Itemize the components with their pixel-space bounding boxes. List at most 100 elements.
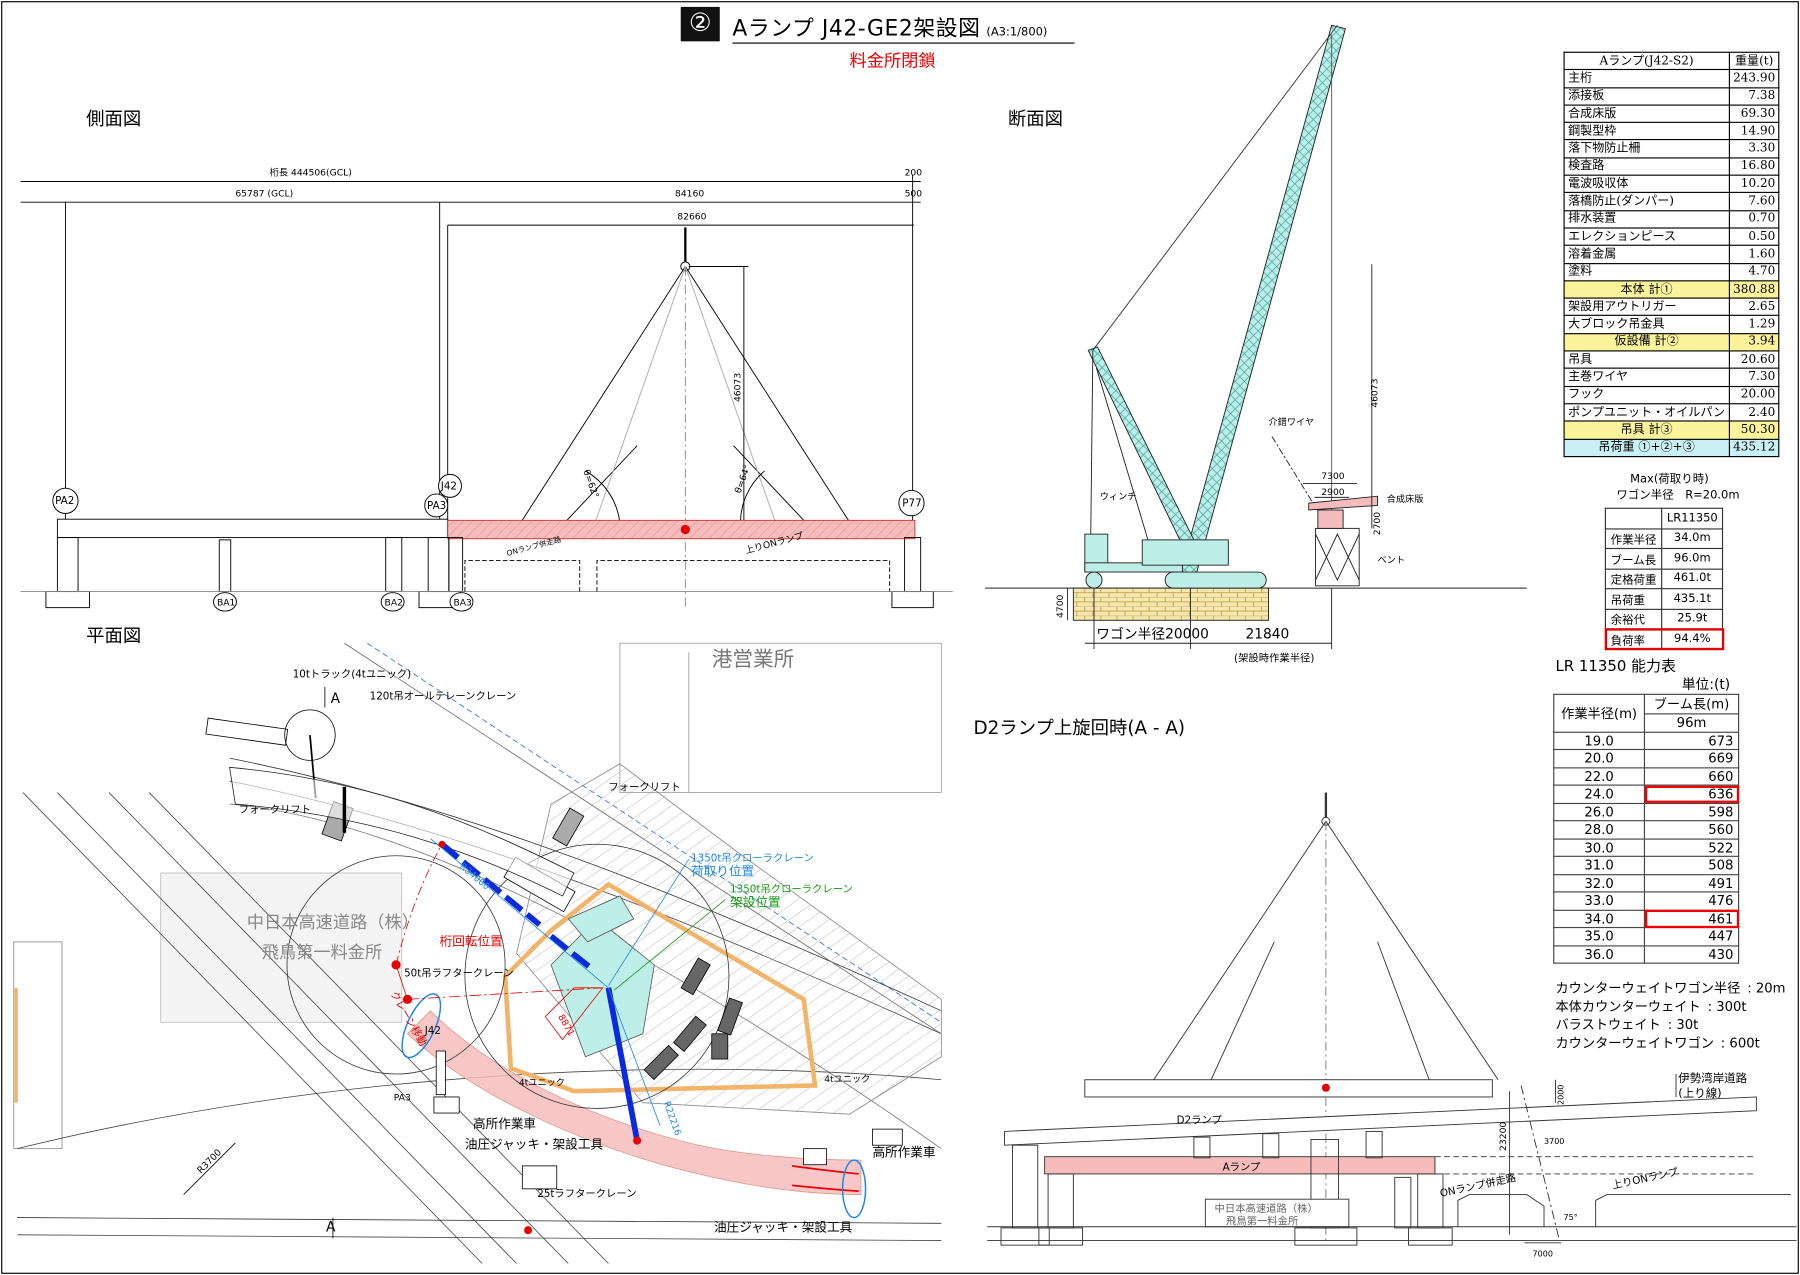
- capacity-radius: 35.0: [1553, 926, 1646, 946]
- angle-75-label: 75°: [1564, 1213, 1578, 1222]
- weight-item-name: フック: [1563, 385, 1730, 405]
- isewan-label-2: (上り線): [1678, 1086, 1721, 1100]
- r22216-line: [608, 987, 661, 1126]
- deck-label: 合成床版: [1387, 493, 1424, 505]
- capacity-value: 476: [1643, 891, 1740, 911]
- capacity-radius: 33.0: [1553, 891, 1646, 911]
- aerial-work-vehicle-label-2: 高所作業車: [872, 1145, 935, 1160]
- max-row-label: 余裕代: [1604, 608, 1663, 630]
- capacity-note-value: : 30t: [1667, 1016, 1699, 1033]
- capacity-note-label: カウンターウェイトワゴン半径: [1555, 979, 1741, 996]
- capacity-note: カウンターウェイトワゴン: 600t: [1555, 1034, 1785, 1052]
- max-row-value: 435.1t: [1661, 588, 1724, 610]
- capacity-radius: 19.0: [1553, 731, 1646, 751]
- bent-label: ベント: [1378, 555, 1406, 566]
- pick-leader: [608, 858, 690, 986]
- dim-2000-label: 2000: [1557, 1085, 1566, 1105]
- a-ramp-deck: [1044, 1156, 1436, 1175]
- capacity-radius: 22.0: [1553, 766, 1646, 786]
- weight-item-value: 7.30: [1728, 367, 1780, 387]
- slings: [519, 266, 852, 609]
- max-table-title: Max(荷取り時): [1630, 473, 1709, 486]
- side-view-labels: 桁長 444506(GCL) 200 65787 (GCL) 84160 500…: [55, 167, 922, 609]
- weight-item-value: 14.90: [1728, 121, 1780, 141]
- a-ramp-label: Aランプ: [1223, 1161, 1261, 1173]
- max-row-label: 負荷率: [1604, 628, 1663, 650]
- weight-item-value: 20.00: [1728, 385, 1780, 405]
- center-of-gravity-icon: [680, 524, 690, 535]
- max-row-label: 作業半径: [1604, 527, 1663, 550]
- weight-item-name: 検査路: [1563, 157, 1730, 176]
- weight-item-name: 塗料: [1563, 262, 1730, 282]
- d2-ramp-label: D2ランプ: [1177, 1114, 1223, 1126]
- total-length-label: 桁長 444506(GCL): [270, 167, 352, 179]
- girder-rotation-label: 桁回転位置: [440, 933, 503, 948]
- rough-crane-25t-label: 25tラフタークレーン: [537, 1188, 636, 1200]
- mat-foundation: [1072, 587, 1269, 621]
- max-header-blank: [1604, 507, 1663, 529]
- section-a-label-bottom: A: [326, 1219, 336, 1235]
- unic-label-1: 4tユニック: [519, 1077, 565, 1088]
- weight-item-value: 0.50: [1728, 227, 1780, 247]
- truck: [205, 717, 289, 746]
- weight-item-value: 7.38: [1728, 86, 1780, 106]
- dim-82660-label: 82660: [677, 211, 706, 222]
- dim-4700-label: 4700: [1055, 594, 1066, 618]
- max-row-value: 94.4%: [1661, 628, 1724, 650]
- weight-item-name: 落下物防止柵: [1563, 139, 1730, 159]
- capacity-note-label: カウンターウェイトワゴン: [1555, 1034, 1714, 1052]
- title-number-badge: ②: [680, 6, 720, 42]
- dim-84160-label: 84160: [675, 188, 704, 199]
- pa3-tag: PA3: [394, 1092, 411, 1103]
- capacity-value: 430: [1643, 944, 1740, 964]
- capacity-header-radius: 作業半径(m): [1553, 693, 1646, 733]
- crawler-crane-pick-position: [567, 895, 635, 943]
- max-header-model: LR11350: [1661, 507, 1724, 529]
- wagon-wheel: [1085, 571, 1103, 589]
- dim-46073-label: 46073: [1370, 378, 1381, 407]
- capacity-value: 560: [1643, 820, 1740, 840]
- weight-item-name: 主巻ワイヤ: [1563, 367, 1730, 387]
- j42-marker-ellipse: [401, 993, 442, 1059]
- capacity-note-label: 本体カウンターウェイト: [1555, 998, 1701, 1015]
- office-label: 港営業所: [712, 647, 795, 671]
- crawler-pick-label-1: 1350t吊クローラクレーン: [691, 852, 814, 864]
- max-row-value: 96.0m: [1661, 547, 1724, 570]
- rough-crane-50t-label: 50t吊ラフタークレーン: [404, 967, 514, 979]
- dim-3700-label: 3700: [1544, 1137, 1564, 1146]
- plan-view-label: 平面図: [86, 624, 142, 647]
- weight-item-value: 16.80: [1728, 157, 1780, 176]
- dim-23200-label: 23200: [1498, 1122, 1509, 1151]
- capacity-value: 673: [1643, 731, 1740, 751]
- weight-item-name: 本体 計①: [1563, 280, 1730, 299]
- parking-area: [13, 941, 63, 1150]
- max-row-value: 34.0m: [1661, 527, 1724, 550]
- max-row-value: 25.9t: [1661, 608, 1724, 630]
- weight-item-name: 吊具: [1563, 350, 1730, 370]
- cross-section: [984, 24, 1527, 649]
- isewan-label-1: 伊勢湾岸道路: [1678, 1071, 1747, 1085]
- weight-item-name: 主桁: [1563, 69, 1730, 88]
- dim-65787-label: 65787 (GCL): [235, 188, 293, 199]
- pier-tag-ba2: BA2: [385, 597, 403, 608]
- capacity-radius: 20.0: [1553, 748, 1646, 768]
- girder-path-before-rotation: [440, 842, 593, 971]
- pier-tag-p77: P77: [902, 498, 921, 510]
